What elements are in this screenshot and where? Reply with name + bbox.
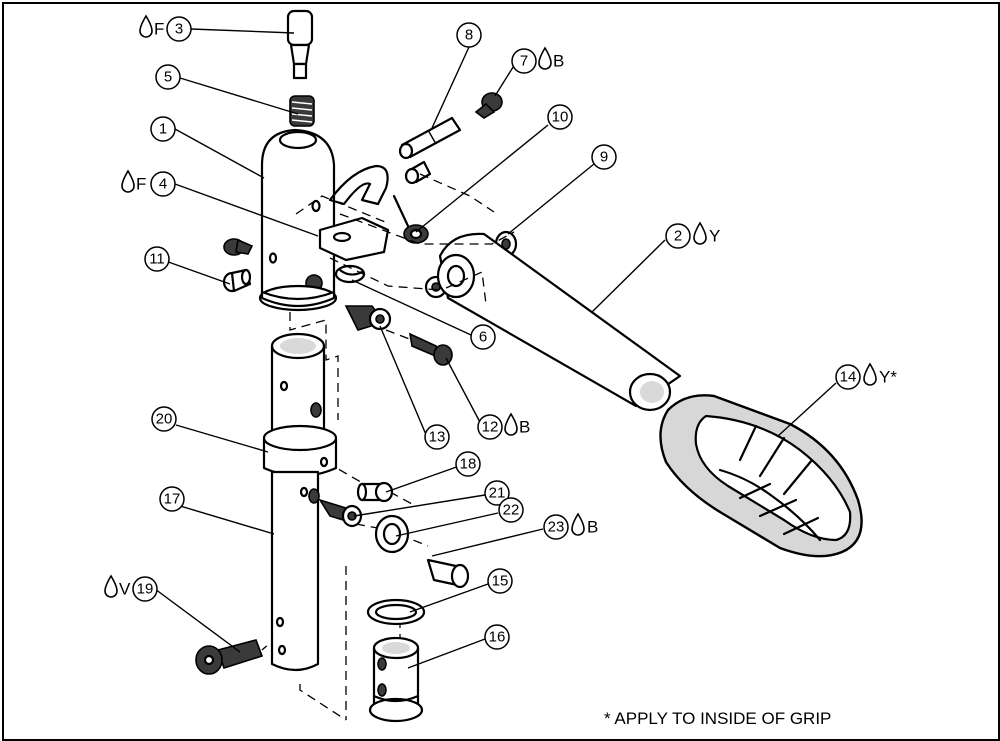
bushing-part <box>368 636 424 723</box>
callout-22-number: 22 <box>503 502 520 519</box>
washer-22-part <box>374 514 410 554</box>
droplet-icon <box>538 46 552 70</box>
shoulder-bolt-18-part <box>356 481 394 503</box>
torsion-spring-part <box>392 194 429 244</box>
retaining-ring-part <box>334 264 366 284</box>
callout-8: 8 <box>456 22 482 48</box>
callout-16-number: 16 <box>489 629 506 646</box>
plunger-pin-part <box>286 9 314 80</box>
callout-11: 11 <box>144 246 170 272</box>
droplet-icon <box>104 574 118 598</box>
shoulder-bolt-part <box>222 238 254 293</box>
callout-23-code: B <box>587 518 598 537</box>
callout-15: 15 <box>487 568 513 594</box>
o-ring-part <box>366 598 426 626</box>
callout-6-number: 6 <box>479 329 487 346</box>
callout-14-code: Y* <box>879 368 897 387</box>
callout-4: F 4 <box>121 169 176 197</box>
callout-2-code: Y <box>709 227 720 246</box>
callout-20: 20 <box>151 406 177 432</box>
callout-2-number: 2 <box>674 228 682 245</box>
callout-11-number: 11 <box>149 251 165 268</box>
callout-2: 2 Y <box>665 221 720 249</box>
handle-tube-part <box>436 232 682 412</box>
callout-3-code: F <box>154 20 164 39</box>
callout-3-number: 3 <box>175 21 183 38</box>
callout-21-number: 21 <box>489 485 506 502</box>
spring-part <box>289 95 315 127</box>
footnote: * APPLY TO INSIDE OF GRIP <box>604 709 832 728</box>
droplet-icon <box>121 169 135 193</box>
callout-14: 14 Y* <box>835 362 897 390</box>
callout-8-number: 8 <box>465 27 473 44</box>
callout-14-number: 14 <box>840 369 857 386</box>
callout-1: 1 <box>150 116 176 142</box>
callout-3: F 3 <box>139 14 192 42</box>
callout-12-number: 12 <box>482 419 499 436</box>
bolt-19-part <box>195 639 264 675</box>
droplet-icon <box>693 221 707 245</box>
droplet-icon <box>571 512 585 536</box>
callout-10: 10 <box>547 104 573 130</box>
leader-lines <box>154 28 837 669</box>
callout-13: 13 <box>424 424 450 450</box>
callout-6: 6 <box>470 324 496 350</box>
callout-19-number: 19 <box>137 581 154 598</box>
callout-23: 23 B <box>543 512 598 540</box>
callout-9: 9 <box>591 144 617 170</box>
upper-housing-part <box>258 128 389 312</box>
callout-23-number: 23 <box>548 519 565 536</box>
callout-20-number: 20 <box>156 411 173 428</box>
grip-part <box>659 394 863 558</box>
bolt-part <box>408 332 453 366</box>
outer-tube-part <box>270 470 320 672</box>
threaded-insert-part <box>344 305 392 331</box>
bracket-part <box>318 216 390 262</box>
callout-16: 16 <box>484 624 510 650</box>
assembly-guide-lines <box>261 173 515 721</box>
callout-5: 5 <box>155 64 181 90</box>
callout-1-number: 1 <box>159 121 167 138</box>
threaded-insert-21-part <box>318 498 363 528</box>
callout-15-number: 15 <box>492 573 509 590</box>
callout-7: 7 B <box>511 46 564 74</box>
inner-tube-part <box>270 332 326 432</box>
callout-7-number: 7 <box>520 53 528 70</box>
droplet-icon <box>504 412 518 436</box>
callout-10-number: 10 <box>552 109 569 126</box>
droplet-icon <box>863 362 877 386</box>
flat-screw-part <box>426 558 470 589</box>
callout-19-code: V <box>119 580 131 599</box>
axle-pin-part <box>398 116 462 185</box>
callout-19: V 19 <box>104 574 158 602</box>
callout-13-number: 13 <box>429 429 446 446</box>
callout-9-number: 9 <box>600 149 608 166</box>
callout-17: 17 <box>159 486 185 512</box>
callout-5-number: 5 <box>164 69 172 86</box>
callout-21: 21 <box>484 480 510 506</box>
callout-18-number: 18 <box>460 456 477 473</box>
callout-22: 22 <box>498 497 524 523</box>
callout-7-code: B <box>553 52 564 71</box>
screw-part <box>474 92 503 119</box>
callout-12: 12 B <box>477 412 530 440</box>
callout-12-code: B <box>519 418 530 437</box>
collar-part <box>262 424 338 478</box>
callout-4-number: 4 <box>159 176 167 193</box>
callout-17-number: 17 <box>164 491 181 508</box>
callout-4-code: F <box>136 175 146 194</box>
callout-18: 18 <box>455 451 481 477</box>
droplet-icon <box>139 14 153 38</box>
